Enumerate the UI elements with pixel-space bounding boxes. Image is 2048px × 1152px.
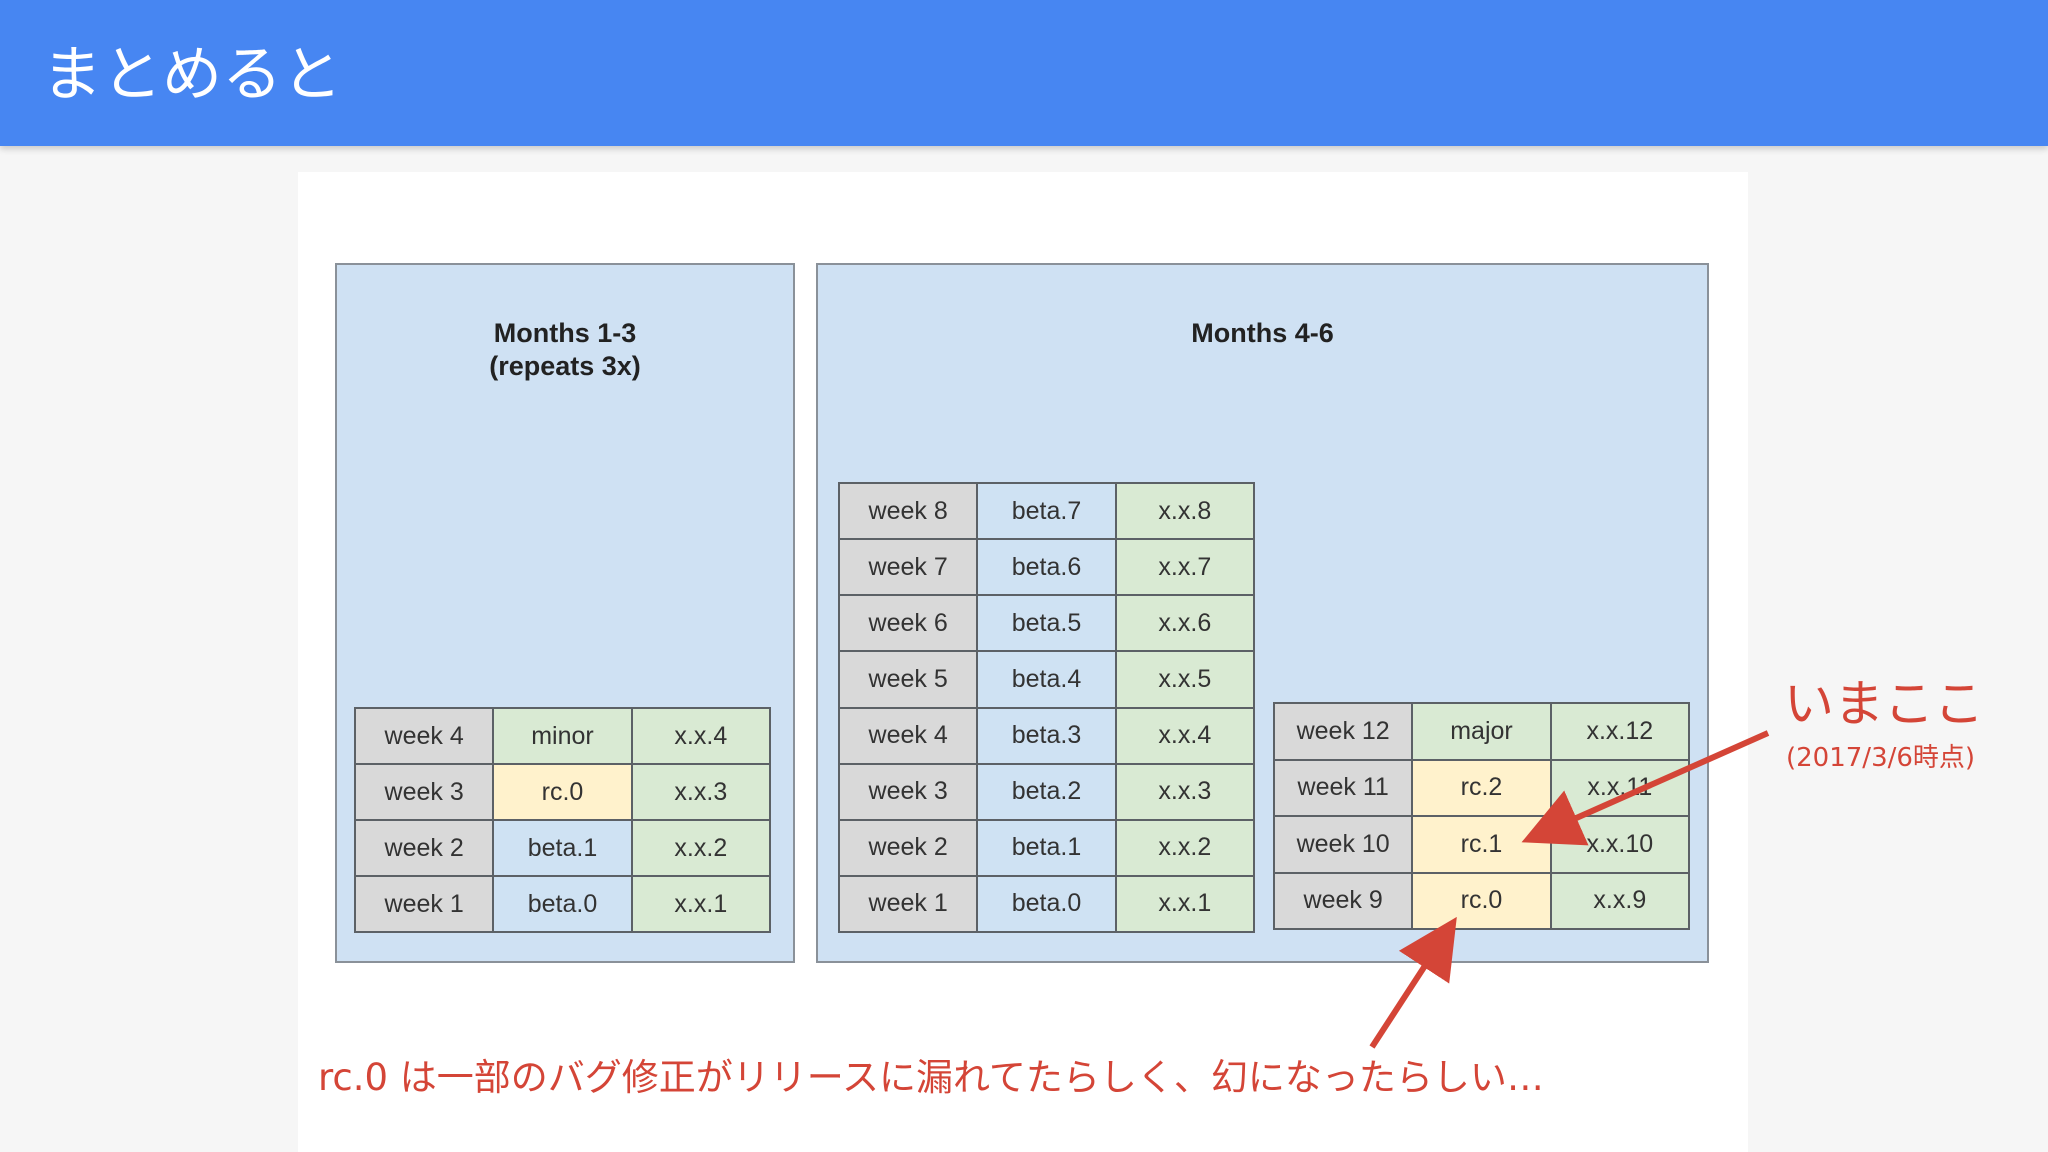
week-cell: week 7 [840, 540, 977, 595]
release-cell: beta.1 [978, 820, 1115, 875]
rc0-note: rc.0 は一部のバグ修正がリリースに漏れてたらしく、幻になったらしい… [318, 1056, 1544, 1099]
week-cell: week 4 [840, 708, 977, 763]
week-cell: week 10 [1275, 817, 1412, 872]
week-cell: week 11 [1275, 760, 1412, 815]
slide-header: まとめると [0, 0, 2048, 146]
version-cell: x.x.10 [1551, 817, 1688, 872]
week-cell: week 9 [1275, 873, 1412, 928]
slide-title: まとめると [42, 40, 342, 110]
version-cell: x.x.9 [1551, 873, 1688, 928]
release-cell: rc.1 [1413, 817, 1550, 872]
release-cell: beta.1 [494, 821, 631, 875]
version-cell: x.x.4 [1116, 708, 1253, 763]
week-cell: week 3 [356, 765, 493, 819]
panel-title-line2: (repeats 3x) [489, 351, 641, 381]
release-cell: beta.0 [978, 876, 1115, 931]
version-cell: x.x.1 [632, 877, 769, 931]
week-cell: week 3 [840, 764, 977, 819]
version-cell: x.x.4 [632, 709, 769, 763]
week-cell: week 2 [840, 820, 977, 875]
release-cell: beta.2 [978, 764, 1115, 819]
release-cell: rc.0 [1413, 873, 1550, 928]
week-cell: week 12 [1275, 704, 1412, 759]
panel-title-months-1-3: Months 1-3 (repeats 3x) [337, 317, 793, 383]
version-cell: x.x.7 [1116, 540, 1253, 595]
version-cell: x.x.3 [632, 765, 769, 819]
release-cell: beta.6 [978, 540, 1115, 595]
version-cell: x.x.6 [1116, 596, 1253, 651]
release-cell: beta.5 [978, 596, 1115, 651]
release-cell: beta.7 [978, 484, 1115, 539]
week-cell: week 4 [356, 709, 493, 763]
current-position-label: いまここ [1784, 675, 1984, 733]
week-cell: week 6 [840, 596, 977, 651]
release-cell: rc.0 [494, 765, 631, 819]
version-cell: x.x.8 [1116, 484, 1253, 539]
release-cell: beta.4 [978, 652, 1115, 707]
current-position-date: (2017/3/6時点) [1786, 743, 1976, 773]
version-cell: x.x.11 [1551, 760, 1688, 815]
version-cell: x.x.3 [1116, 764, 1253, 819]
release-cell: rc.2 [1413, 760, 1550, 815]
week-cell: week 1 [840, 876, 977, 931]
version-cell: x.x.5 [1116, 652, 1253, 707]
release-cell: beta.3 [978, 708, 1115, 763]
release-cell: minor [494, 709, 631, 763]
panel-title-line1: Months 1-3 [493, 318, 637, 348]
week-cell: week 5 [840, 652, 977, 707]
version-cell: x.x.1 [1116, 876, 1253, 931]
week-cell: week 8 [840, 484, 977, 539]
week-cell: week 2 [356, 821, 493, 875]
week-cell: week 1 [356, 877, 493, 931]
panel-title-months-4-6: Months 4-6 [1191, 318, 1334, 348]
release-cell: beta.0 [494, 877, 631, 931]
release-cell: major [1413, 704, 1550, 759]
version-cell: x.x.2 [632, 821, 769, 875]
version-cell: x.x.12 [1551, 704, 1688, 759]
version-cell: x.x.2 [1116, 820, 1253, 875]
